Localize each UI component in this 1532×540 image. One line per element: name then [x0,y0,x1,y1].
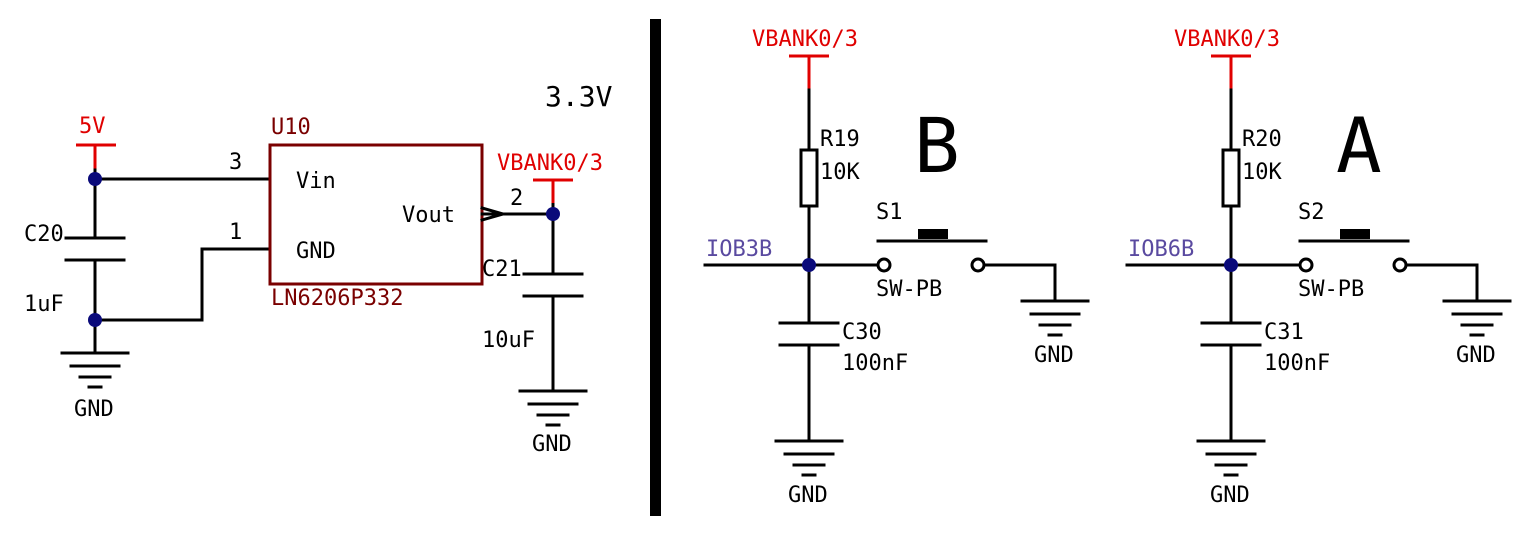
ground-symbol: GND [1196,439,1266,508]
wire [1404,263,1479,302]
pin-number: 3 [229,150,242,175]
switch-terminal [876,257,892,273]
resistor-value: 10K [1242,160,1282,185]
junction-dot [88,313,102,327]
switch-plunger [918,229,948,239]
capacitor-ref: C21 [482,257,522,282]
button-big-label: B [914,101,960,190]
switch-s2: S2 SW-PB [1298,200,1410,302]
net-label: IOB6B [1128,237,1194,262]
power-symbol-vbank: VBANK0/3 [752,27,858,90]
switch-s1: S1 SW-PB [876,200,988,302]
resistor-body [799,148,819,208]
pin-number: 1 [229,220,242,245]
power-symbol-vbank: VBANK0/3 [497,151,603,203]
capacitor-c30: C30 100nF [778,320,908,376]
wire-gnd-pin [93,247,272,322]
pin-label-vout: Vout [402,203,455,228]
switch-type: SW-PB [876,277,942,302]
ground-label: GND [1210,483,1250,508]
resistor-ref: R20 [1242,127,1282,152]
switch-terminal [970,257,986,273]
resistor-ref: R19 [820,127,860,152]
switch-plunger [1340,229,1370,239]
button-big-label: A [1336,101,1382,190]
ground-symbol: GND [60,351,130,422]
ground-label: GND [74,397,114,422]
junction-dot [546,207,560,221]
button-a-section: A VBANK0/3 R20 10K IOB6B S2 SW-PB [1125,27,1512,508]
resistor-body [1221,148,1241,208]
power-label-5v: 5V [79,114,106,139]
ground-label: GND [1456,343,1496,368]
switch-ref: S1 [876,200,903,225]
switch-type: SW-PB [1298,277,1364,302]
power-symbol-5v: 5V [76,114,116,170]
capacitor-value: 100nF [842,351,908,376]
power-label-vbank: VBANK0/3 [752,27,858,52]
regulator-u10: U10 LN6206P332 Vin GND Vout 3 1 2 [229,115,523,311]
component-part: LN6206P332 [271,286,403,311]
ground-label: GND [788,483,828,508]
button-b-section: B VBANK0/3 R19 10K IOB3B S1 SW-PB [703,27,1090,508]
power-symbol-vbank: VBANK0/3 [1174,27,1280,90]
resistor-value: 10K [820,160,860,185]
pin-label-gnd: GND [296,239,336,264]
switch-ref: S2 [1298,200,1325,225]
regulator-title: 3.3V [545,80,613,113]
ground-symbol: GND [1020,299,1090,368]
power-label-vbank: VBANK0/3 [497,151,603,176]
capacitor-value: 100nF [1264,351,1330,376]
component-ref: U10 [271,115,311,140]
ground-symbol: GND [518,389,588,457]
resistor-r20: R20 10K [1221,127,1282,208]
junction-dot [802,258,816,272]
switch-terminal [1392,257,1408,273]
ground-label: GND [532,432,572,457]
capacitor-c20: C20 1uF [24,222,126,317]
pin-number: 2 [510,186,523,211]
junction-dot [88,172,102,186]
capacitor-value: 1uF [24,292,64,317]
ground-label: GND [1034,343,1074,368]
capacitor-c31: C31 100nF [1200,320,1330,376]
junction-dot [1224,258,1238,272]
switch-terminal [1298,257,1314,273]
regulator-section: 3.3V 5V C20 1uF GND [24,80,613,457]
net-label: IOB3B [706,237,772,262]
power-label-vbank: VBANK0/3 [1174,27,1280,52]
wire [982,263,1057,302]
capacitor-value: 10uF [482,328,535,353]
capacitor-c21: C21 10uF [482,257,584,353]
pin-label-vin: Vin [296,169,336,194]
ground-symbol: GND [774,439,844,508]
capacitor-ref: C31 [1264,320,1304,345]
section-divider [650,19,661,516]
ground-symbol: GND [1442,299,1512,368]
capacitor-ref: C20 [24,222,64,247]
capacitor-ref: C30 [842,320,882,345]
